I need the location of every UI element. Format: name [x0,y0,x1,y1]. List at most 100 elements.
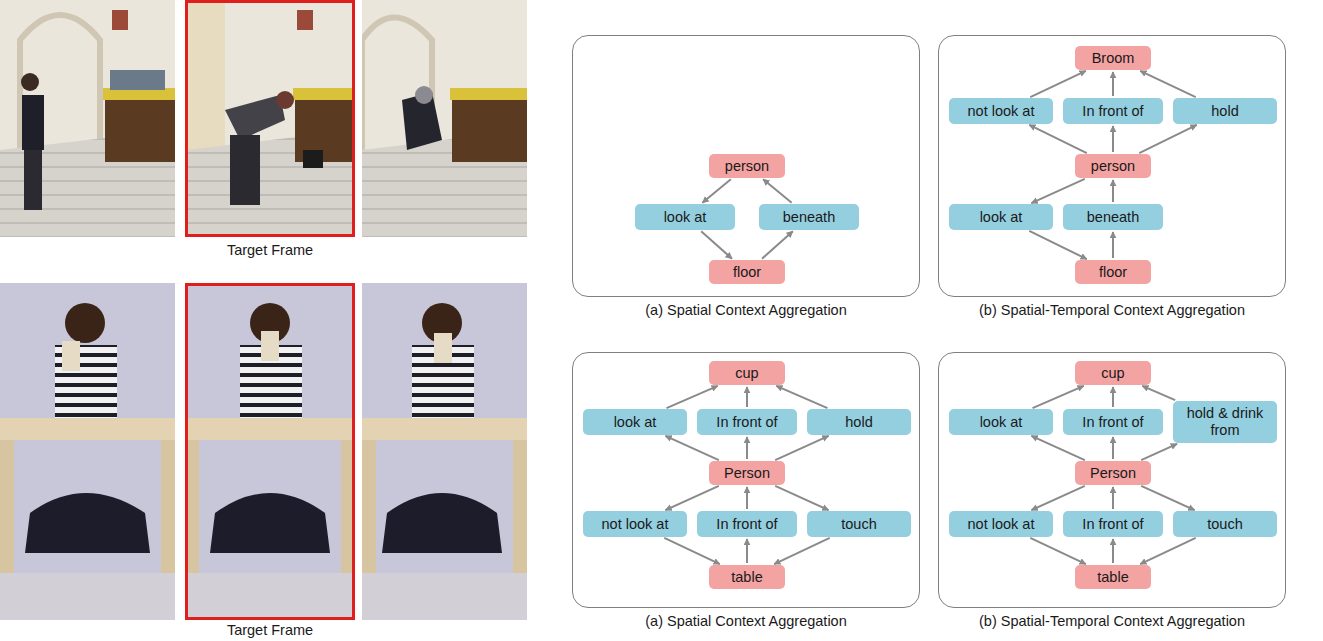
object-node: person [1075,154,1151,178]
relation-arrow [762,231,793,258]
relation-arrow [746,539,748,563]
object-label: Person [1090,465,1136,482]
relation-arrow [1112,437,1114,459]
object-node: Person [709,461,785,485]
relation-node: In front of [1063,511,1163,537]
relation-arrow [1029,125,1087,153]
relation-arrow [667,386,718,408]
relation-arrow [1031,486,1084,510]
relation-arrow [1141,444,1177,460]
frame-label: Target Frame [185,242,355,258]
object-label: person [1091,158,1135,175]
relation-node: look at [949,409,1053,435]
relation-arrow [1112,232,1114,258]
person-head [415,86,433,104]
boy-legs [210,493,330,553]
relation-arrow [1139,125,1197,153]
table-leg [161,440,175,580]
boy-head [65,303,105,343]
relation-arrow [1140,538,1196,564]
boy-legs [382,493,502,553]
table-leg [362,440,376,580]
relation-label: In front of [1082,414,1143,431]
object-label: floor [733,264,761,281]
table-leg [0,440,14,580]
frame-photo [185,0,355,237]
panel-caption: (b) Spatial-Temporal Context Aggregation [919,613,1305,629]
object-node: Broom [1075,46,1151,70]
object-node: Person [1075,461,1151,485]
relation-arrow [1142,386,1175,400]
table-top [185,418,355,440]
object-label: cup [1101,365,1124,382]
relation-label: not look at [968,103,1035,120]
wall [0,0,175,237]
object-label: floor [1099,264,1127,281]
relation-node: hold [807,409,911,435]
relation-arrow [746,387,748,407]
cup [434,333,452,363]
frame-photo [362,0,527,237]
relation-arrow [665,436,718,460]
dresser [105,92,175,162]
frame-photo [362,283,527,620]
frame-photo [185,283,355,620]
object-label: Broom [1092,50,1135,67]
table-top [0,418,175,440]
relation-label: not look at [602,516,669,533]
person-legs [24,150,42,210]
relation-arrow [775,436,828,460]
relation-arrow [1030,71,1086,97]
cup [261,331,279,361]
relation-arrow [746,437,748,459]
context-panel: (a) Spatial Context Aggregationcuplook a… [572,352,920,608]
cloth [450,88,527,100]
object-node: cup [709,361,785,385]
relation-label: look at [664,209,707,226]
target-highlight [187,285,354,619]
object-node: cup [1075,361,1151,385]
frame-photo [0,283,175,620]
relation-arrow [1112,387,1114,407]
wall-picture [297,10,313,30]
relation-node: hold & drink from [1173,401,1277,443]
relation-label: beneath [1087,209,1139,226]
relation-label: In front of [1082,516,1143,533]
cup [62,341,80,371]
frame-label: Target Frame [185,622,355,638]
relation-node: not look at [583,511,687,537]
relation-node: In front of [1063,98,1163,124]
relation-arrow [763,179,792,202]
relation-node: In front of [697,409,797,435]
object-node: table [1075,565,1151,589]
relation-node: touch [807,511,911,537]
relation-arrow [1033,386,1084,408]
bucket [303,150,323,168]
relation-node: look at [949,204,1053,230]
person-head [21,73,39,91]
person-vest [22,95,44,150]
cloth [293,88,355,100]
relation-label: hold & drink from [1179,405,1271,438]
relation-label: touch [841,516,876,533]
person-head [276,91,294,109]
person-legs [230,135,260,205]
relation-arrow [1031,179,1084,203]
relation-node: not look at [949,511,1053,537]
relation-node: look at [635,204,735,230]
relation-arrow [1112,72,1114,96]
relation-label: touch [1207,516,1242,533]
relation-node: In front of [1063,409,1163,435]
object-label: cup [735,365,758,382]
object-label: table [731,569,762,586]
wall [185,283,355,620]
object-label: Person [724,465,770,482]
panel-caption: (a) Spatial Context Aggregation [553,613,939,629]
wall [362,283,527,620]
person-body [225,95,285,140]
boy-legs [25,493,150,553]
object-node: person [709,154,785,178]
relation-arrow [702,179,731,202]
wall [362,0,527,237]
